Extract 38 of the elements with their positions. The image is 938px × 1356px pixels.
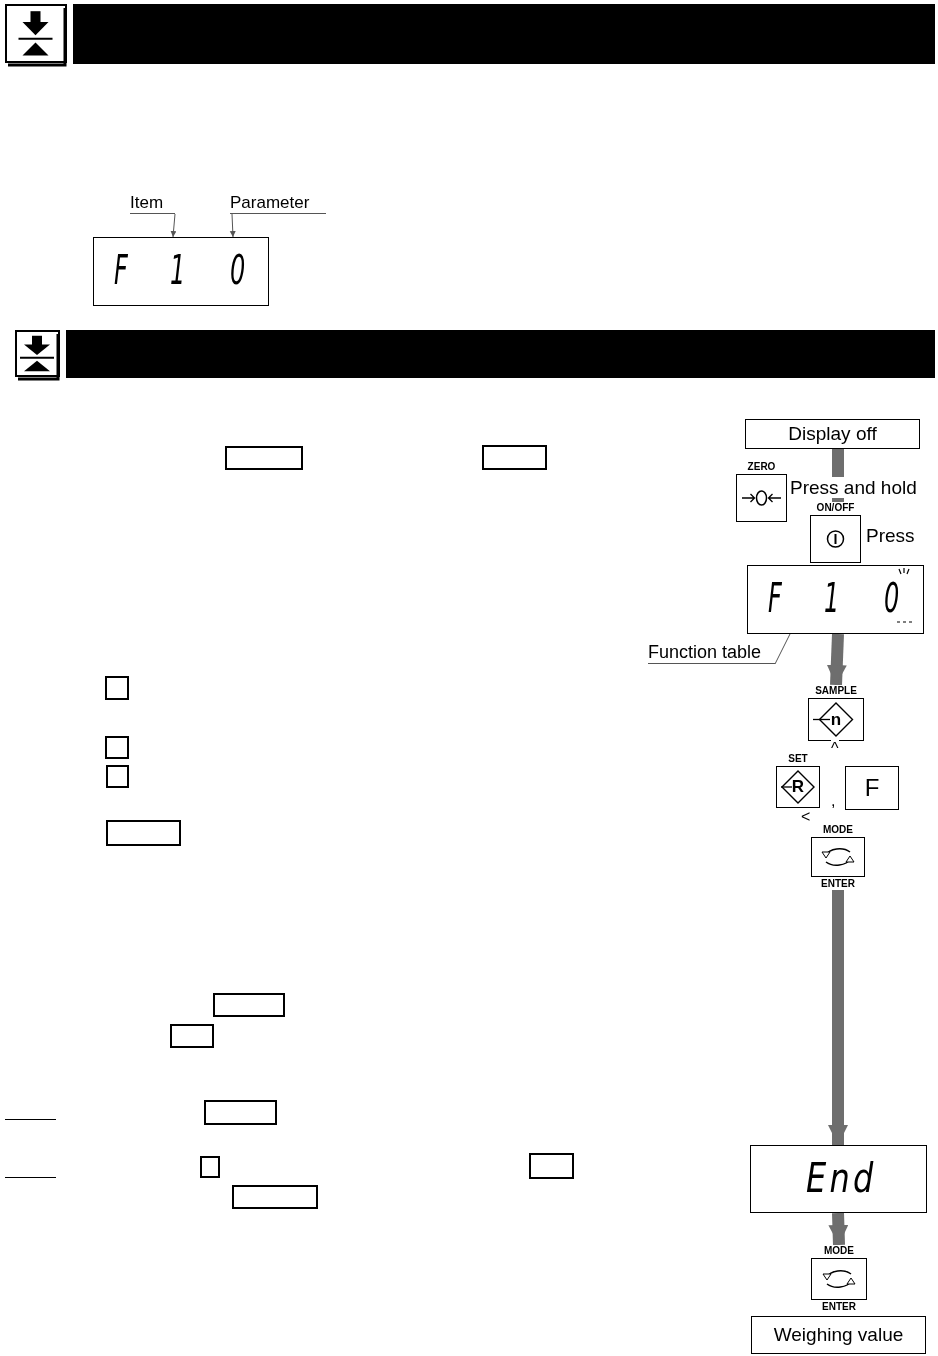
empty-key-box	[106, 765, 129, 788]
status-box: Display off	[745, 419, 920, 449]
leader-arrow	[170, 213, 177, 238]
display-digit: 0	[230, 250, 246, 290]
leader-line	[774, 633, 791, 665]
instruction-text: Press and hold	[790, 477, 917, 498]
empty-key-box	[225, 446, 303, 470]
display-digit: 1	[170, 250, 186, 290]
lcd-display	[93, 237, 269, 306]
empty-key-box	[232, 1185, 318, 1209]
status-box: Weighing value	[751, 1316, 926, 1354]
empty-key-box	[213, 993, 285, 1017]
empty-key-box	[105, 736, 129, 759]
empty-key-box	[105, 676, 129, 700]
lcd-display	[747, 565, 924, 634]
flow-arrow	[828, 890, 848, 1145]
display-digit: F	[114, 250, 128, 290]
empty-key-box	[106, 820, 181, 846]
empty-key-box	[482, 445, 547, 470]
callout-label: Function table	[648, 642, 775, 664]
key-letter: F	[864, 774, 880, 801]
flow-arrow	[828, 1212, 849, 1246]
empty-key-box	[204, 1100, 277, 1125]
key-letter: n	[830, 710, 842, 729]
flow-arrow	[826, 633, 847, 686]
empty-key-box	[170, 1024, 214, 1048]
lcd-display	[750, 1145, 927, 1213]
display-digit: 0	[884, 578, 900, 618]
empty-key-box	[200, 1156, 220, 1178]
display-digit: F	[768, 578, 782, 618]
callout-label: Parameter	[230, 193, 326, 214]
empty-key-box	[529, 1153, 574, 1179]
display-digit: 1	[824, 578, 840, 618]
callout-label: Item	[130, 193, 175, 214]
separator-text: ,	[831, 792, 836, 810]
key-letter: R	[791, 777, 805, 796]
leader-arrow	[229, 213, 236, 238]
display-digit: End	[806, 1158, 877, 1198]
